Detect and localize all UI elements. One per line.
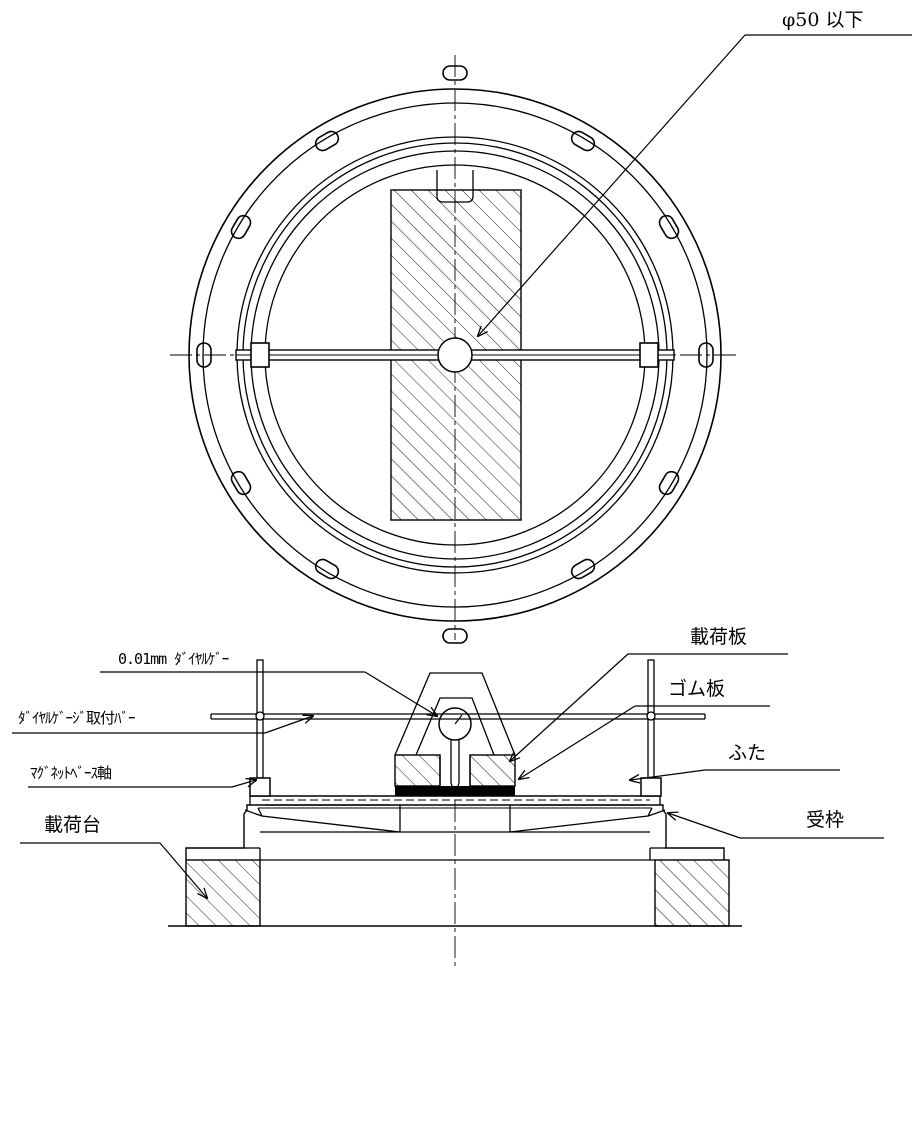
label-loading-plate: 載荷板 — [690, 626, 748, 648]
rubber-plate-strip — [395, 786, 515, 796]
bolt-slot — [442, 628, 468, 644]
loading-plate-left — [394, 754, 441, 787]
center-hole — [437, 337, 473, 373]
bolt-slot — [230, 214, 252, 240]
label-frame: 受枠 — [806, 809, 845, 831]
label-hole-dia: φ50 以下 — [782, 9, 864, 31]
magnet-base-right — [640, 777, 662, 797]
leader-hole-dia — [478, 34, 912, 336]
receiving-frame — [185, 804, 725, 860]
label-lid: ふた — [728, 742, 767, 764]
loading-plate-right — [469, 754, 516, 787]
magnet-block-left — [250, 342, 270, 368]
lid-rib-left — [257, 807, 401, 833]
magnet-block-right — [639, 342, 659, 368]
label-magnet-base: ﾏｸﾞﾈｯﾄﾍﾞｰｽ軸 — [30, 764, 112, 782]
label-rubber-plate: ゴム板 — [668, 678, 726, 700]
flange-inner-ring — [202, 102, 708, 608]
leaders-elevation — [12, 653, 884, 898]
bolt-slot — [570, 130, 596, 152]
bolt-slot — [570, 558, 596, 580]
flange-outer-ring — [188, 88, 722, 622]
bolt-slot — [658, 470, 680, 496]
bolt-slot — [698, 342, 714, 368]
elevation-view — [168, 659, 742, 970]
label-dial-gauge: 0.01mm ﾀﾞｲﾔﾙｹﾞｰ — [118, 650, 229, 668]
label-loading-base: 載荷台 — [44, 814, 102, 836]
lid-rib-right — [509, 807, 653, 833]
bolt-slot — [658, 214, 680, 240]
bolt-slots — [196, 65, 714, 644]
label-gauge-bar: ﾀﾞｲﾔﾙｹﾞｰｼﾞ取付ﾊﾞｰ — [18, 709, 136, 727]
bolt-slot — [442, 65, 468, 81]
loading-base-left — [185, 859, 261, 927]
bolt-slot — [196, 342, 212, 368]
bolt-slot — [314, 558, 340, 580]
bolt-slot — [314, 130, 340, 152]
plan-view — [170, 55, 740, 644]
bolt-slot — [230, 470, 252, 496]
loading-base-right — [654, 859, 730, 927]
